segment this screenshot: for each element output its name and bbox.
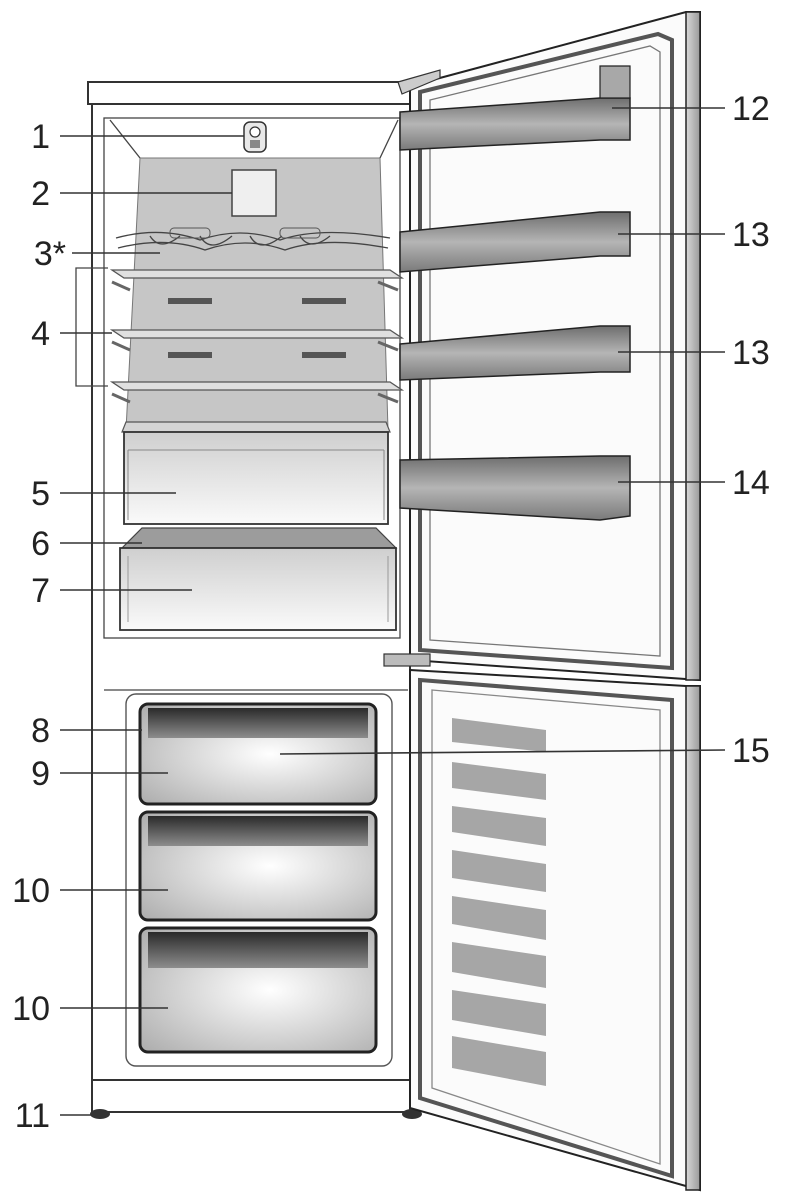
callout-12: 12 (732, 90, 770, 128)
callout-3: 3* (34, 235, 66, 273)
callout-10-upper: 10 (12, 872, 50, 910)
crisper-drawer (121, 421, 391, 525)
callout-10-lower: 10 (12, 990, 50, 1028)
callout-1: 1 (31, 118, 50, 156)
glass-shelves (109, 269, 405, 404)
chiller-drawer (119, 547, 397, 631)
callout-2: 2 (31, 175, 50, 213)
callout-labels: 1 2 3* 4 5 6 7 8 9 10 10 11 12 13 13 14 … (12, 90, 770, 1135)
fan-unit (231, 169, 277, 217)
callout-7: 7 (31, 572, 50, 610)
freezer-drawers (138, 702, 378, 1054)
door-hinge (383, 653, 431, 667)
callout-9: 9 (31, 755, 50, 793)
door-bins (399, 65, 631, 521)
callout-13-lower: 13 (732, 334, 770, 372)
callout-13-upper: 13 (732, 216, 770, 254)
callout-6: 6 (31, 525, 50, 563)
callout-5: 5 (31, 475, 50, 513)
fridge-cabinet (75, 81, 422, 1119)
callout-15: 15 (732, 732, 770, 770)
callout-14: 14 (732, 464, 770, 502)
drawer-cover (120, 527, 398, 549)
foot-left (90, 1109, 110, 1119)
callout-11: 11 (15, 1097, 50, 1135)
bottle-rack (115, 227, 391, 251)
callout-4: 4 (31, 315, 50, 353)
callout-8: 8 (31, 712, 50, 750)
freezer-door (409, 668, 701, 1192)
leader-lines (60, 107, 726, 1116)
fridge-door (383, 11, 701, 682)
foot-right (402, 1109, 422, 1119)
interior-light (243, 121, 267, 153)
door-ribs (452, 718, 546, 1086)
